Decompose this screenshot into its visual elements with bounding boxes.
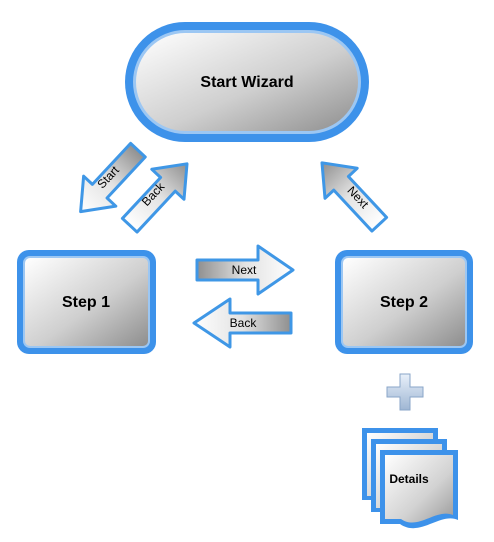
start-arrow-down [79, 141, 147, 214]
step2-label: Step 2 [380, 294, 428, 311]
start-wizard-node: Start Wizard [125, 22, 369, 142]
next-arrow-up [320, 161, 389, 233]
step2-node: Step 2 [335, 250, 473, 354]
details-node: Details [362, 428, 458, 529]
next-right-label: Next [232, 263, 257, 277]
step1-node: Step 1 [17, 250, 156, 354]
back-left-label: Back [230, 316, 258, 330]
details-label: Details [389, 472, 429, 486]
back-arrow-up [120, 162, 189, 234]
step1-label: Step 1 [62, 294, 110, 311]
back-arrow-left: Back [192, 297, 293, 349]
next-arrow-right: Next [195, 244, 295, 296]
plus-icon [386, 373, 424, 411]
start-wizard-label: Start Wizard [200, 74, 293, 91]
